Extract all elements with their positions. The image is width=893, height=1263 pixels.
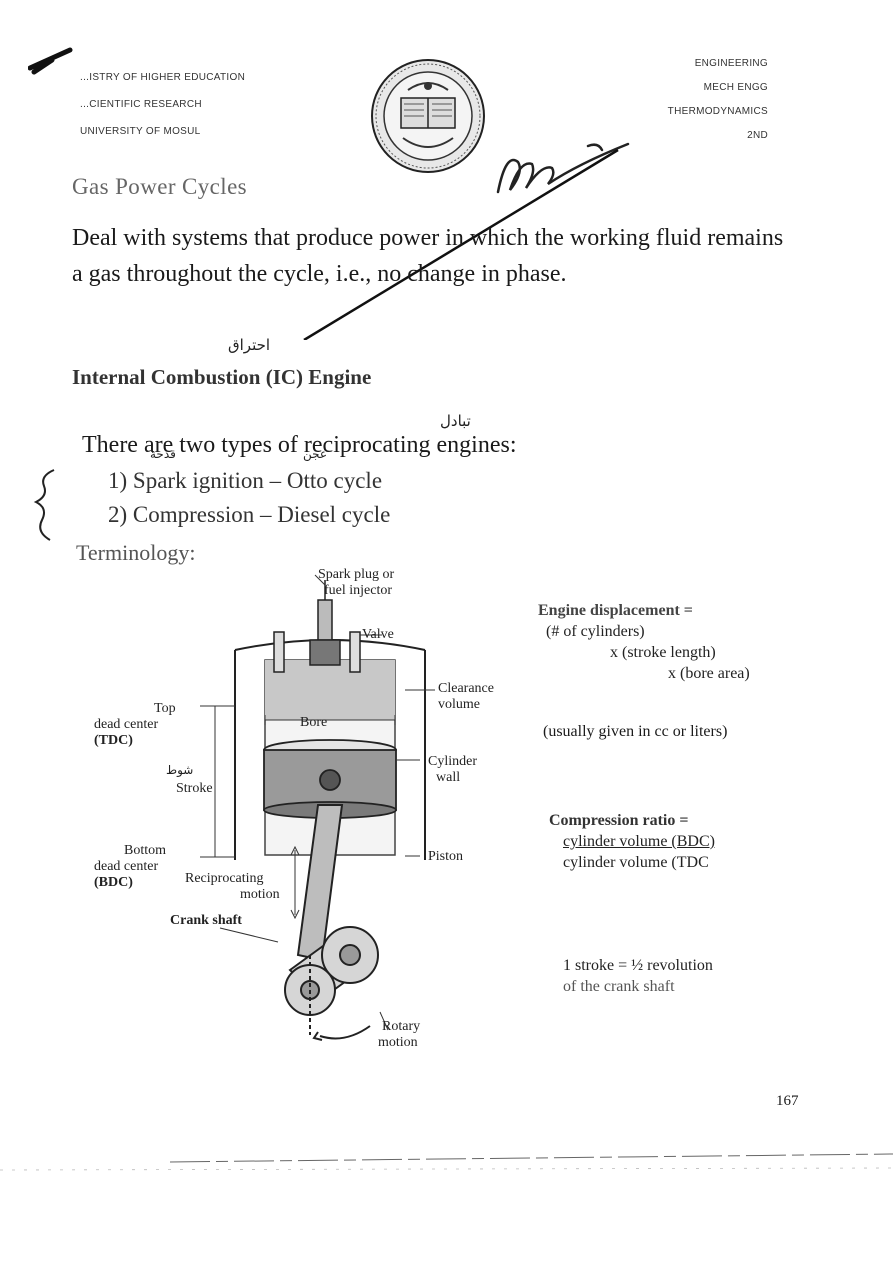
label-tdc-1: Top <box>154 701 176 716</box>
header-right: ENGINEERING MECH ENGG THERMODYNAMICS 2ND <box>668 52 768 148</box>
compression-title: Compression ratio = <box>549 812 689 829</box>
label-clearance-2: volume <box>438 697 480 712</box>
label-tdc-3: (TDC) <box>94 733 133 748</box>
label-stroke: Stroke <box>176 781 213 796</box>
label-bdc-1: Bottom <box>124 843 166 858</box>
label-piston: Piston <box>428 849 463 864</box>
header-university: UNIVERSITY OF MOSUL <box>80 126 201 137</box>
compression-denominator: cylinder volume (TDC <box>563 854 709 871</box>
university-seal-icon <box>371 59 485 173</box>
label-reciprocating-2: motion <box>240 887 280 902</box>
terminology-heading: Terminology: <box>76 540 196 565</box>
piston <box>263 739 397 819</box>
crank <box>284 926 379 1041</box>
valves <box>273 631 361 673</box>
stroke-note: 1 stroke = ½ revolution of the crank sha… <box>563 955 713 997</box>
engine-displacement-note: Engine displacement = (# of cylinders) x… <box>538 600 798 684</box>
label-cylinder-wall-1: Cylinder <box>428 754 477 769</box>
compression-numerator: cylinder volume (BDC) <box>563 833 715 850</box>
header-mech: MECH ENGG <box>703 82 768 93</box>
label-bdc-3: (BDC) <box>94 875 133 890</box>
label-bore: Bore <box>300 715 327 730</box>
label-spark-plug-1: Spark plug or <box>318 567 395 582</box>
arabic-note-ajn: عجن <box>303 447 328 461</box>
label-rotary-1: Rotary <box>382 1019 420 1034</box>
displacement-title: Engine displacement = <box>538 602 693 619</box>
label-spark-plug-2: fuel injector <box>324 583 392 598</box>
arabic-note-qadha: قدحة <box>150 447 176 461</box>
label-tdc-2: dead center <box>94 717 158 732</box>
displacement-units-note: (usually given in cc or liters) <box>543 723 728 740</box>
spark-plug <box>309 580 341 666</box>
page-title: Gas Power Cycles <box>72 174 248 199</box>
intro-paragraph: Deal with systems that produce power in … <box>72 225 784 287</box>
label-cylinder-wall-2: wall <box>436 770 460 785</box>
displacement-line-3: x (bore area) <box>668 665 750 682</box>
section-heading-ic-engine: Internal Combustion (IC) Engine <box>72 365 372 389</box>
handwritten-brace-icon <box>33 469 55 541</box>
label-reciprocating-1: Reciprocating <box>185 871 264 886</box>
header-year: 2ND <box>747 130 768 141</box>
stroke-note-line-2: of the crank shaft <box>563 978 675 995</box>
stroke-note-line-1: 1 stroke = ½ revolution <box>563 957 713 974</box>
compression-ratio-note: Compression ratio = cylinder volume (BDC… <box>549 810 715 873</box>
label-clearance-1: Clearance <box>438 681 494 696</box>
arabic-note-ihtiraq: احتراق <box>228 336 271 354</box>
types-intro: There are two types of reciprocating eng… <box>82 432 517 458</box>
label-valve: Valve <box>362 627 394 642</box>
leader-lines <box>200 574 435 1031</box>
page-number: 167 <box>776 1093 799 1109</box>
header-engineering: ENGINEERING <box>694 58 768 69</box>
type-item-diesel: 2) Compression – Diesel cycle <box>108 502 391 527</box>
label-rotary-2: motion <box>378 1035 418 1050</box>
arabic-note-shawt: شوط <box>166 763 194 777</box>
engine-diagram: Spark plug or fuel injector Valve Cleara… <box>94 567 494 1050</box>
header-research: ...CIENTIFIC RESEARCH <box>80 99 202 110</box>
label-crank-shaft: Crank shaft <box>170 913 242 928</box>
header-thermo: THERMODYNAMICS <box>667 106 768 117</box>
displacement-line-1: (# of cylinders) <box>546 623 645 640</box>
label-bdc-2: dead center <box>94 859 158 874</box>
bottom-scan-rule <box>0 1153 893 1171</box>
type-item-otto: 1) Spark ignition – Otto cycle <box>108 468 383 493</box>
header-ministry: ...ISTRY OF HIGHER EDUCATION <box>80 72 246 83</box>
handwritten-signature-icon <box>28 47 630 340</box>
arabic-note-tabadul: تبادل <box>440 412 471 430</box>
header-left: ...ISTRY OF HIGHER EDUCATION ...CIENTIFI… <box>80 64 245 145</box>
displacement-line-2: x (stroke length) <box>610 644 716 661</box>
